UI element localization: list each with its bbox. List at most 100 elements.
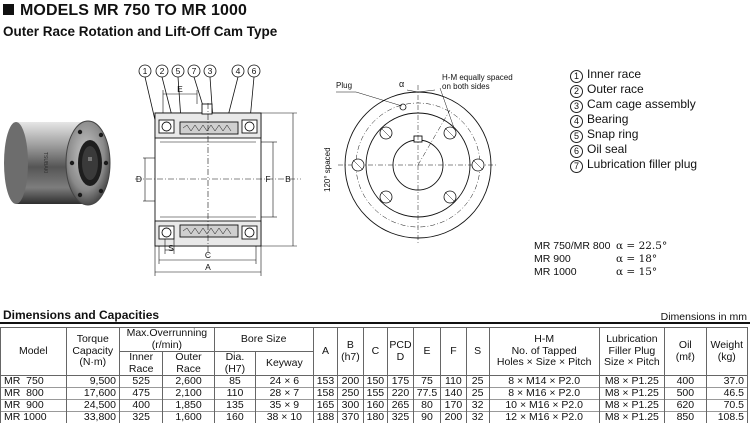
cell-weight: 37.0 (705, 375, 749, 388)
alpha-label: α (399, 79, 404, 89)
legend-label: Inner race (587, 67, 642, 81)
dim-b-label: B (285, 174, 291, 184)
col-dia: Dia.(H7) (213, 351, 257, 376)
col-overrun: Max.Overrunning(r/min) (118, 327, 215, 352)
col-oil: Oil(mℓ) (664, 327, 707, 376)
section-subtitle: Outer Race Rotation and Lift-Off Cam Typ… (3, 24, 278, 39)
dim-c-label: C (205, 250, 211, 260)
balloon-label: 5 (176, 66, 181, 76)
cell-lubrication: M8 × P1.25 (598, 375, 666, 388)
angle-model: MR 900 (534, 253, 571, 265)
cell-lubrication: M8 × P1.25 (598, 387, 666, 400)
cell-dia: 135 (213, 399, 257, 412)
cell-lubrication: M8 × P1.25 (598, 399, 666, 412)
legend-number: 5 (570, 130, 583, 143)
dim-f-label: F (265, 174, 270, 184)
cell-b: 300 (337, 399, 364, 412)
col-weight: Weight(kg) (705, 327, 749, 376)
legend-number: 3 (570, 100, 583, 113)
dimensions-title: Dimensions and Capacities (3, 308, 160, 322)
cell-outer-race: 1,600 (162, 411, 215, 423)
cell-hm: 8 × M16 × P2.0 (488, 387, 600, 400)
cell-outer-race: 1,850 (162, 399, 215, 412)
legend-label: Cam cage assembly (587, 97, 696, 111)
balloon-label: 6 (252, 66, 257, 76)
cell-f: 140 (440, 387, 467, 400)
hm-note-line2: on both sides (442, 82, 490, 91)
angle-value: α = 22.5° (616, 240, 668, 252)
cell-a: 188 (312, 411, 339, 423)
cell-keyway: 24 × 6 (255, 375, 314, 388)
legend-number: 2 (570, 85, 583, 98)
cell-weight: 46.5 (705, 387, 749, 400)
cell-hm: 12 × M16 × P2.0 (488, 411, 600, 423)
balloon-label: 1 (143, 66, 148, 76)
end-view-drawing: Plug α H-M equally spaced on both sides … (323, 73, 513, 245)
product-photo: TSUBAKI (4, 120, 111, 206)
cell-inner-race: 525 (118, 375, 164, 388)
cell-weight: 108.5 (705, 411, 749, 423)
cell-outer-race: 2,600 (162, 375, 215, 388)
legend-label: Outer race (587, 82, 644, 96)
legend-number: 6 (570, 145, 583, 158)
col-f: F (440, 327, 467, 376)
spacing-label: 120° spaced (323, 147, 332, 192)
cell-dia: 110 (213, 387, 257, 400)
dimensions-unit: Dimensions in mm (660, 311, 747, 323)
cell-oil: 620 (664, 399, 707, 412)
cell-pcd: 220 (387, 387, 414, 400)
angle-value: α = 18° (616, 253, 658, 265)
legend-number: 4 (570, 115, 583, 128)
balloon-label: 3 (208, 66, 213, 76)
legend-item: 6 Oil seal (570, 142, 697, 158)
col-e: E (412, 327, 442, 376)
cell-hm: 10 × M16 × P2.0 (488, 399, 600, 412)
dim-a-label: A (205, 262, 211, 272)
cell-c: 150 (362, 375, 389, 388)
section-title: MODELS MR 750 TO MR 1000 (20, 2, 248, 19)
plug-label: Plug (336, 81, 352, 90)
cross-section-drawing: 1 2 5 7 3 4 6 (135, 64, 301, 276)
cell-b: 250 (337, 387, 364, 400)
legend-number: 7 (570, 160, 583, 173)
cell-b: 200 (337, 375, 364, 388)
cell-a: 158 (312, 387, 339, 400)
cell-pcd: 175 (387, 375, 414, 388)
angle-value: α = 15° (616, 266, 658, 278)
cell-model: MR 1000 (0, 411, 67, 423)
dim-s-label: S (168, 243, 174, 253)
legend-item: 3 Cam cage assembly (570, 97, 697, 113)
balloon-label: 4 (236, 66, 241, 76)
cell-inner-race: 400 (118, 399, 164, 412)
cell-model: MR 750 (0, 375, 67, 388)
cell-c: 155 (362, 387, 389, 400)
cell-model: MR 900 (0, 399, 67, 412)
cell-weight: 70.5 (705, 399, 749, 412)
col-keyway: Keyway (255, 351, 314, 376)
angle-model: MR 1000 (534, 266, 577, 278)
cell-keyway: 38 × 10 (255, 411, 314, 423)
angle-row: MR 1000 α = 15° (534, 266, 667, 279)
cell-c: 160 (362, 399, 389, 412)
cell-dia: 160 (213, 411, 257, 423)
cell-s: 32 (465, 399, 490, 412)
legend-item: 2 Outer race (570, 82, 697, 98)
col-b: B(h7) (337, 327, 364, 376)
cell-hm: 8 × M14 × P2.0 (488, 375, 600, 388)
section-heading: MODELS MR 750 TO MR 1000 (3, 2, 247, 20)
svg-text:TSUBAKI: TSUBAKI (42, 152, 48, 173)
legend-label: Oil seal (587, 142, 628, 156)
col-c: C (362, 327, 389, 376)
cell-e: 75 (412, 375, 442, 388)
cell-f: 200 (440, 411, 467, 423)
hm-note-line1: H-M equally spaced (442, 73, 513, 82)
